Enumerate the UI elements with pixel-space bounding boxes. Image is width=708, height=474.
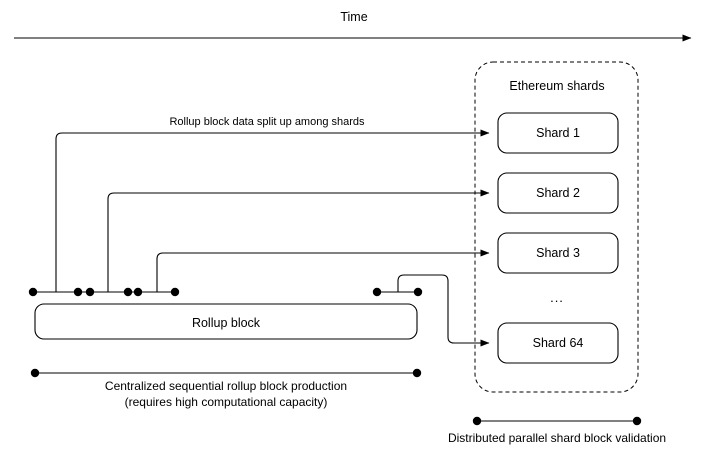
rollup-block[interactable]: Rollup block [34,303,418,340]
tick-dot-5 [133,287,143,297]
connector-path-shard-64 [397,274,490,347]
shard-2-rect[interactable] [497,172,619,214]
ethereum-shards-group: Ethereum shards ... [474,61,639,393]
centralized-caption-line1: Centralized sequential rollup block prod… [105,379,347,393]
centralized-caption-line2: (requires high computational capacity) [125,395,328,409]
connector-to-shard-1 [55,129,490,292]
shard-1-label: Shard 1 [536,126,580,140]
tick-dot-6 [170,287,180,297]
shard-64-rect[interactable] [497,322,619,364]
distributed-span-dot-right [632,416,642,426]
shard-box-shard-1[interactable]: Shard 1 [497,112,619,154]
connector-path-shard-2 [107,189,490,292]
connector-to-shard-2 [107,189,490,292]
shard-64-label: Shard 64 [533,336,584,350]
shard-ellipsis: ... [550,290,564,305]
shard-3-rect[interactable] [497,232,619,274]
centralized-span-dot-left [30,368,40,378]
shard-box-shard-3[interactable]: Shard 3 [497,232,619,274]
rollup-tick-line [28,287,423,297]
centralized-span-dot-right [412,368,422,378]
split-note-label: Rollup block data split up among shards [169,116,365,128]
time-axis: Time [14,10,692,42]
shard-1-rect[interactable] [497,112,619,154]
rollup-block-rect[interactable] [34,303,418,340]
ethereum-shards-label: Ethereum shards [509,79,604,93]
ethereum-shards-container [474,61,639,393]
tick-dot-2 [73,287,83,297]
tick-dot-4 [123,287,133,297]
connector-path-shard-3 [156,249,490,292]
distributed-caption: Distributed parallel shard block validat… [448,416,666,445]
shard-box-shard-64[interactable]: Shard 64 [497,322,619,364]
tick-dot-8 [413,287,423,297]
tick-dot-3 [85,287,95,297]
centralized-caption: Centralized sequential rollup block prod… [30,368,422,409]
tick-dot-7 [372,287,382,297]
connector-to-shard-64 [397,274,490,347]
shard-2-label: Shard 2 [536,186,580,200]
tick-dot-1 [28,287,38,297]
connector-path-shard-1 [55,129,490,292]
connector-to-shard-3 [156,249,490,292]
shard-box-shard-2[interactable]: Shard 2 [497,172,619,214]
shard-3-label: Shard 3 [536,246,580,260]
rollup-block-label: Rollup block [192,316,261,330]
distributed-caption-line1: Distributed parallel shard block validat… [448,431,666,445]
time-axis-label: Time [340,10,367,24]
distributed-span-dot-left [472,416,482,426]
